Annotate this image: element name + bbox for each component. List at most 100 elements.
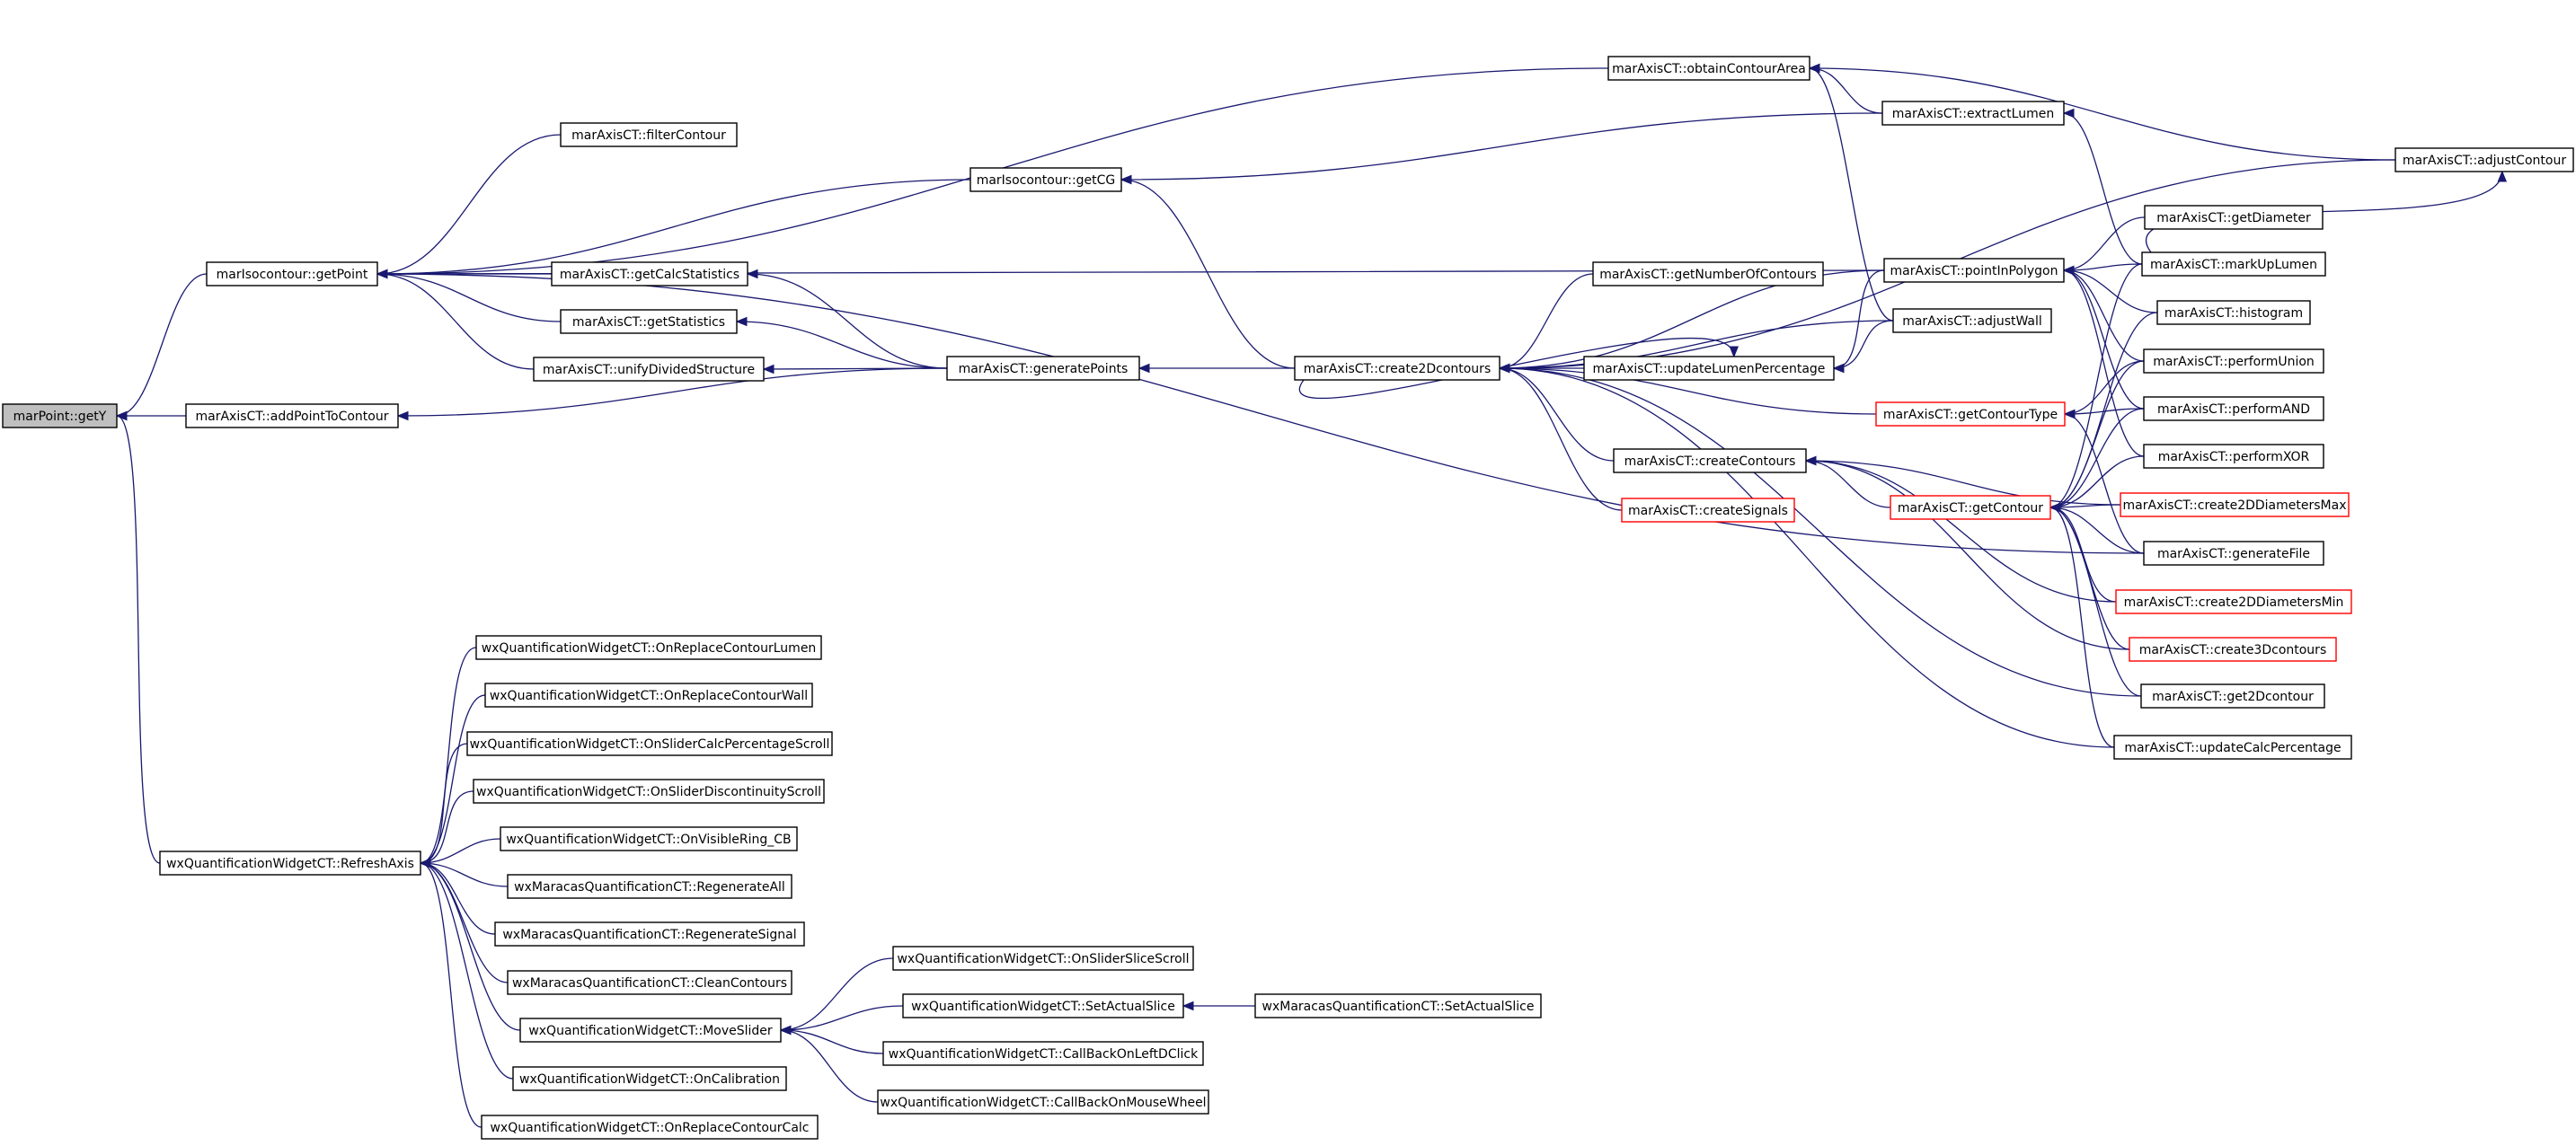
node-create-signals[interactable]: marAxisCT::createSignals — [1621, 498, 1795, 523]
node-box[interactable] — [484, 683, 813, 708]
node-point-in-polygon[interactable]: marAxisCT::pointInPolygon — [1883, 258, 2065, 283]
node-extract-lumen[interactable]: marAxisCT::extractLumen — [1881, 101, 2065, 126]
node-box[interactable] — [560, 309, 738, 334]
node-box[interactable] — [877, 1089, 1209, 1115]
node-box[interactable] — [2144, 205, 2324, 230]
node-get2-dcontour[interactable]: marAxisCT::get2Dcontour — [2140, 683, 2325, 709]
node-box[interactable] — [1583, 356, 1835, 381]
node-box[interactable] — [507, 874, 792, 899]
node-generate-file[interactable]: marAxisCT::generateFile — [2143, 541, 2324, 566]
node-move-slider[interactable]: wxQuantificationWidgetCT::MoveSlider — [519, 1018, 782, 1043]
node-box[interactable] — [2156, 300, 2311, 325]
node-box[interactable] — [1592, 261, 1824, 286]
node-generate-points[interactable]: marAxisCT::generatePoints — [946, 356, 1140, 381]
node-box[interactable] — [206, 261, 378, 286]
node-mark-up-lumen[interactable]: marAxisCT::markUpLumen — [2141, 251, 2326, 277]
node-box[interactable] — [2113, 735, 2352, 760]
node-clean-contours[interactable]: wxMaracasQuantificationCT::CleanContours — [507, 970, 792, 995]
node-unify-divided-structure[interactable]: marAxisCT::unifyDividedStructure — [533, 357, 765, 382]
node-on-replace-contour-wall[interactable]: wxQuantificationWidgetCT::OnReplaceConto… — [484, 683, 813, 708]
node-regenerate-all[interactable]: wxMaracasQuantificationCT::RegenerateAll — [507, 874, 792, 899]
node-box[interactable] — [185, 403, 399, 428]
node-set-actual-slice-w[interactable]: wxQuantificationWidgetCT::SetActualSlice — [902, 993, 1184, 1018]
node-create2-dcontours[interactable]: marAxisCT::create2Dcontours — [1294, 356, 1500, 381]
node-box[interactable] — [946, 356, 1140, 381]
node-box[interactable] — [2143, 348, 2324, 374]
node-get-number-of-contours[interactable]: marAxisCT::getNumberOfContours — [1592, 261, 1824, 286]
node-box[interactable] — [2, 403, 118, 428]
node-box[interactable] — [2115, 589, 2352, 614]
node-box[interactable] — [1613, 448, 1807, 473]
node-perform-xor[interactable]: marAxisCT::performXOR — [2143, 444, 2324, 469]
node-obtain-contour-area[interactable]: marAxisCT::obtainContourArea — [1607, 56, 1810, 81]
node-on-calibration[interactable]: wxQuantificationWidgetCT::OnCalibration — [512, 1066, 787, 1091]
node-box[interactable] — [1875, 401, 2066, 427]
node-box[interactable] — [2129, 637, 2337, 662]
node-create2-ddiameters-min[interactable]: marAxisCT::create2DDiametersMin — [2115, 589, 2352, 614]
node-box[interactable] — [494, 921, 805, 947]
node-box[interactable] — [159, 851, 421, 876]
node-create3-dcontours[interactable]: marAxisCT::create3Dcontours — [2129, 637, 2337, 662]
node-box[interactable] — [902, 993, 1184, 1018]
node-box[interactable] — [1883, 258, 2065, 283]
node-box[interactable] — [2141, 251, 2326, 277]
node-set-actual-slice-m[interactable]: wxMaracasQuantificationCT::SetActualSlic… — [1254, 993, 1542, 1018]
node-box[interactable] — [551, 261, 748, 286]
node-box[interactable] — [2120, 492, 2350, 517]
node-on-visible-ring-cb[interactable]: wxQuantificationWidgetCT::OnVisibleRing_… — [500, 826, 798, 851]
node-get-statistics[interactable]: marAxisCT::getStatistics — [560, 309, 738, 334]
node-box[interactable] — [1892, 308, 2052, 333]
node-adjust-wall[interactable]: marAxisCT::adjustWall — [1892, 308, 2052, 333]
node-box[interactable] — [473, 779, 825, 804]
node-box[interactable] — [481, 1115, 819, 1140]
node-get-calc-statistics[interactable]: marAxisCT::getCalcStatistics — [551, 261, 748, 286]
node-on-replace-contour-lumen[interactable]: wxQuantificationWidgetCT::OnReplaceConto… — [475, 635, 822, 660]
node-adjust-contour[interactable]: marAxisCT::adjustContour — [2395, 147, 2574, 172]
node-filter-contour[interactable]: marAxisCT::filterContour — [560, 122, 738, 147]
node-histogram[interactable]: marAxisCT::histogram — [2156, 300, 2311, 325]
node-call-back-on-left-dclick[interactable]: wxQuantificationWidgetCT::CallBackOnLeft… — [882, 1041, 1204, 1066]
node-box[interactable] — [2140, 683, 2325, 709]
node-box[interactable] — [512, 1066, 787, 1091]
node-box[interactable] — [2143, 444, 2324, 469]
node-box[interactable] — [1607, 56, 1810, 81]
node-create-contours[interactable]: marAxisCT::createContours — [1613, 448, 1807, 473]
node-perform-and[interactable]: marAxisCT::performAND — [2143, 396, 2324, 421]
node-box[interactable] — [1890, 495, 2051, 520]
node-box[interactable] — [507, 970, 792, 995]
node-regenerate-signal[interactable]: wxMaracasQuantificationCT::RegenerateSig… — [494, 921, 805, 947]
node-box[interactable] — [1294, 356, 1500, 381]
node-create2-ddiameters-max[interactable]: marAxisCT::create2DDiametersMax — [2120, 492, 2350, 517]
node-box[interactable] — [2143, 396, 2324, 421]
node-box[interactable] — [519, 1018, 782, 1043]
node-get-contour[interactable]: marAxisCT::getContour — [1890, 495, 2051, 520]
node-add-point-to-contour[interactable]: marAxisCT::addPointToContour — [185, 403, 399, 428]
node-box[interactable] — [560, 122, 738, 147]
node-on-slider-discontinuity-scroll[interactable]: wxQuantificationWidgetCT::OnSliderDiscon… — [473, 779, 825, 804]
node-box[interactable] — [2395, 147, 2574, 172]
node-call-back-on-mouse-wheel[interactable]: wxQuantificationWidgetCT::CallBackOnMous… — [877, 1089, 1209, 1115]
node-update-calc-percentage[interactable]: marAxisCT::updateCalcPercentage — [2113, 735, 2352, 760]
node-get-contour-type[interactable]: marAxisCT::getContourType — [1875, 401, 2066, 427]
node-box[interactable] — [1881, 101, 2065, 126]
node-box[interactable] — [892, 946, 1194, 971]
node-box[interactable] — [466, 731, 833, 756]
node-box[interactable] — [969, 167, 1122, 192]
node-update-lumen-percentage[interactable]: marAxisCT::updateLumenPercentage — [1583, 356, 1835, 381]
node-box[interactable] — [2143, 541, 2324, 566]
node-get-y[interactable]: marPoint::getY — [2, 403, 118, 428]
node-box[interactable] — [500, 826, 798, 851]
node-perform-union[interactable]: marAxisCT::performUnion — [2143, 348, 2324, 374]
node-get-point[interactable]: marIsocontour::getPoint — [206, 261, 378, 286]
node-box[interactable] — [882, 1041, 1204, 1066]
node-refresh-axis[interactable]: wxQuantificationWidgetCT::RefreshAxis — [159, 851, 421, 876]
node-box[interactable] — [533, 357, 765, 382]
node-get-cg[interactable]: marIsocontour::getCG — [969, 167, 1122, 192]
node-on-slider-slice-scroll[interactable]: wxQuantificationWidgetCT::OnSliderSliceS… — [892, 946, 1194, 971]
node-box[interactable] — [475, 635, 822, 660]
node-box[interactable] — [1254, 993, 1542, 1018]
node-get-diameter[interactable]: marAxisCT::getDiameter — [2144, 205, 2324, 230]
node-on-slider-calc-percentage-scroll[interactable]: wxQuantificationWidgetCT::OnSliderCalcPe… — [466, 731, 833, 756]
node-box[interactable] — [1621, 498, 1795, 523]
node-on-replace-contour-calc[interactable]: wxQuantificationWidgetCT::OnReplaceConto… — [481, 1115, 819, 1140]
